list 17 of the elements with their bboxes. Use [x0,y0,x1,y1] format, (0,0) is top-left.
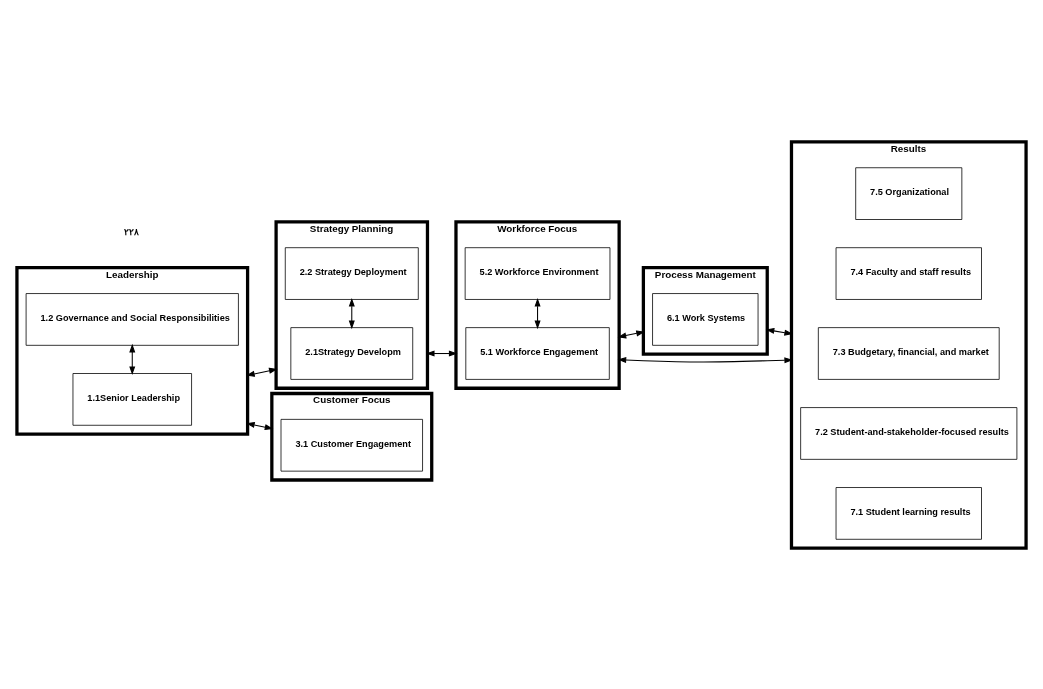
node-box: 1.1Senior Leadership [72,372,192,426]
node-box: 2.2 Strategy Deployment [284,246,419,300]
node-box: 5.2 Workforce Environment [464,246,611,300]
node-box: 6.1 Work Systems [652,292,759,346]
node-box: 7.2 Student-and-stakeholder-focused results [800,406,1018,460]
node-box: 3.1 Customer Engagement [280,418,423,472]
node-box: 7.5 Organizational [855,166,963,220]
node-box: 7.3 Budgetary, financial, and market [817,326,1000,380]
node-box: 1.2 Governance and Social Responsibilities [25,292,239,346]
node-box: 7.4 Faculty and staff results [835,246,982,300]
node-box: 5.1 Workforce Engagement [465,326,610,380]
node-box: 7.1 Student learning results [835,486,982,540]
arrow [246,367,278,377]
arrow [617,329,645,338]
node-box: 2.1Strategy Developm [290,326,414,380]
label: ٢٢٨ [124,226,140,237]
arrow [246,421,274,430]
